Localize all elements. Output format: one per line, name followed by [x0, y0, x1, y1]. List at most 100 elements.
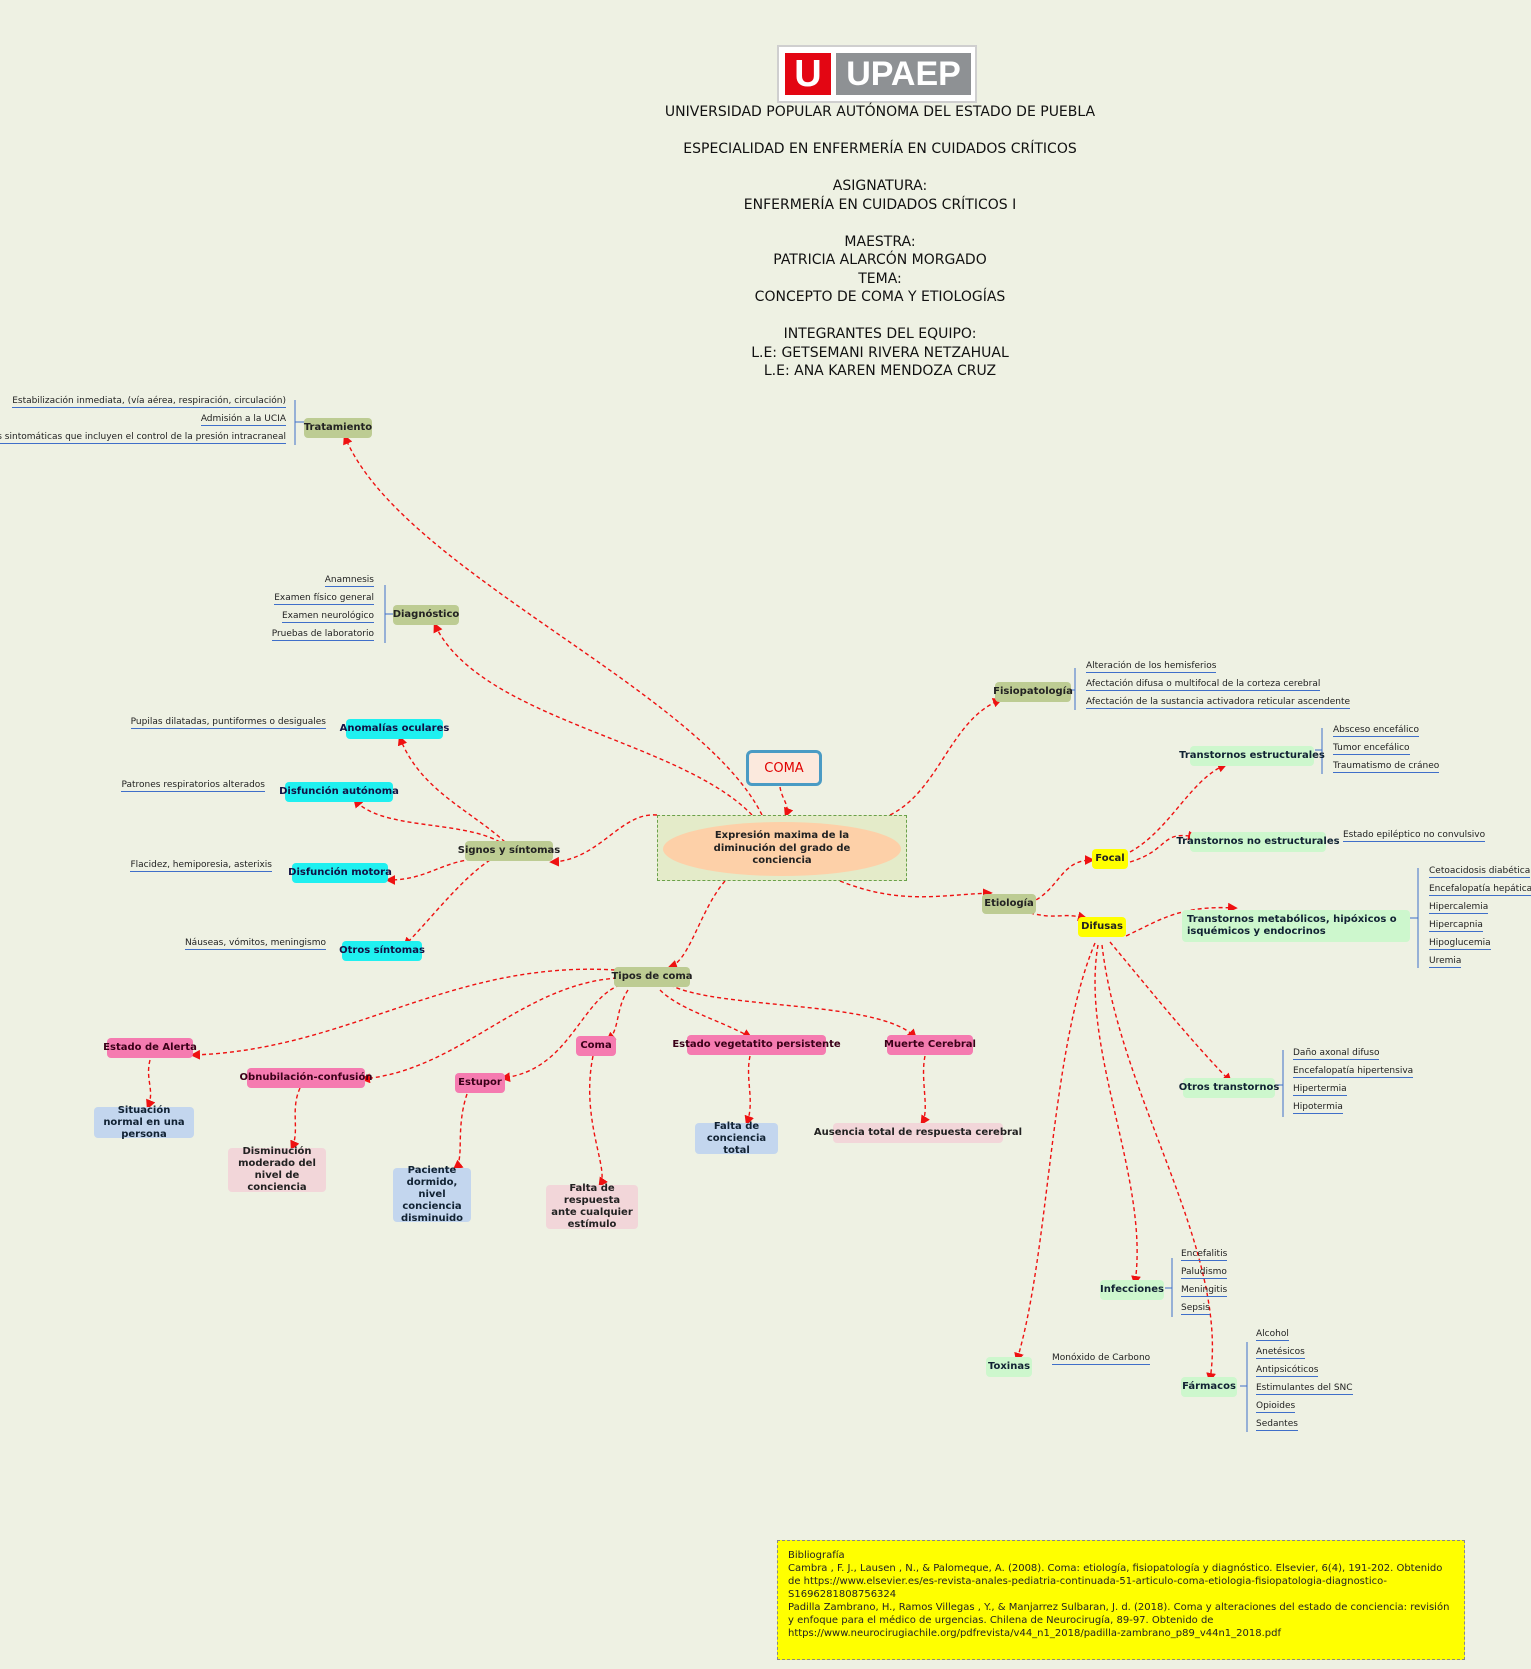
- link-muerte-desc: [920, 1055, 930, 1126]
- leaf-otros-3: Hipertermia: [1293, 1084, 1347, 1096]
- leaf-infecciones-1: Encefalitis: [1181, 1249, 1228, 1261]
- leaf-otros-4: Hipotermia: [1293, 1102, 1343, 1114]
- leaf-toxinas-1: Monóxido de Carbono: [1052, 1353, 1151, 1365]
- link-difusas-toxinas: [1014, 942, 1096, 1363]
- leaf-farmacos-2: Anetésicos: [1256, 1347, 1305, 1359]
- desc-estupor: Paciente dormido, nivel conciencia dismi…: [393, 1165, 471, 1224]
- link-tipos-vegetativo: [659, 989, 753, 1039]
- link-etiologia-difusas: [1029, 911, 1088, 922]
- link-tipos-muerte: [669, 984, 917, 1040]
- link-difusas-otros: [1109, 941, 1232, 1084]
- node-estructurales[interactable]: Transtornos estructurales: [1179, 746, 1325, 766]
- leaf-otros-1: Daño axonal difuso: [1293, 1048, 1380, 1060]
- leaf-metabolicos-3: Hipercalemia: [1429, 902, 1489, 914]
- upaep-logo: U UPAEP: [777, 45, 977, 103]
- node-otros-transtornos[interactable]: Otros transtornos: [1179, 1078, 1279, 1098]
- header-member-2: L.E: ANA KAREN MENDOZA CRUZ: [763, 363, 997, 379]
- desc-estado-vegetativo: Falta de conciencia total: [695, 1121, 778, 1156]
- node-tipos-coma[interactable]: Tipos de coma: [611, 967, 693, 987]
- link-estupor-desc: [452, 1093, 468, 1170]
- leaf-estructurales-3: Traumatismo de cráneo: [1333, 761, 1440, 773]
- central-node: Expresión maxima de la diminución del gr…: [663, 822, 901, 876]
- leaf-estructurales-1: Absceso encefálico: [1333, 725, 1419, 737]
- node-muerte-cerebral[interactable]: Muerte Cerebral: [884, 1035, 976, 1055]
- header-subject: ENFERMERÍA EN CUIDADOS CRÍTICOS I: [743, 197, 1017, 213]
- header-teacher-label: MAESTRA:: [844, 234, 916, 250]
- leaf-no-estructurales-1: Estado epiléptico no convulsivo: [1343, 830, 1486, 842]
- central-node-frame[interactable]: Expresión maxima de la diminución del gr…: [657, 815, 907, 881]
- node-disfuncion-motora[interactable]: Disfunción motora: [288, 863, 392, 883]
- leaf-diagnostico-1: Anamnesis: [324, 575, 374, 587]
- link-signos-otros: [403, 859, 491, 947]
- root-node-coma[interactable]: COMA: [746, 750, 822, 786]
- leaf-farmacos-3: Antipsicóticos: [1256, 1365, 1319, 1377]
- leaf-tratamiento-3: Medidas sintomáticas que incluyen el con…: [0, 432, 286, 444]
- node-disfuncion-autonoma[interactable]: Disfunción autónoma: [279, 782, 399, 802]
- header-topic-label: TEMA:: [858, 271, 902, 287]
- leaf-autonoma: Patrones respiratorios alterados: [121, 780, 265, 792]
- leaf-fisio-3: Afectación de la sustancia activadora re…: [1086, 697, 1351, 709]
- node-difusas[interactable]: Difusas: [1078, 917, 1126, 937]
- node-tratamiento[interactable]: Tratamiento: [304, 418, 372, 438]
- link-etiologia-focal: [1029, 855, 1095, 904]
- bibliography-box: Bibliografía Cambra , F. J., Lausen , N.…: [777, 1540, 1465, 1660]
- leaf-oculares: Pupilas dilatadas, puntiformes o desigua…: [130, 717, 326, 729]
- desc-coma: Falta de respuesta ante cualquier estímu…: [546, 1183, 638, 1230]
- leaf-metabolicos-6: Uremia: [1429, 956, 1462, 968]
- node-estado-vegetativo[interactable]: Estado vegetatito persistente: [672, 1035, 841, 1055]
- link-difusas-infecciones: [1094, 944, 1141, 1286]
- leaf-infecciones-2: Paludismo: [1181, 1267, 1227, 1279]
- node-etiologia[interactable]: Etiología: [982, 894, 1036, 914]
- leaf-diagnostico-4: Pruebas de laboratorio: [271, 629, 374, 641]
- link-signos-motora: [385, 857, 486, 885]
- leaf-metabolicos-2: Encefalopatía hepática: [1429, 884, 1531, 896]
- desc-obnubilacion: Disminución moderado del nivel de concie…: [228, 1146, 326, 1193]
- bibliography-ref-1: Cambra , F. J., Lausen , N., & Palomeque…: [788, 1563, 1443, 1600]
- leaf-farmacos-4: Estimulantes del SNC: [1256, 1383, 1353, 1395]
- node-estupor[interactable]: Estupor: [455, 1073, 505, 1093]
- node-estado-alerta[interactable]: Estado de Alerta: [103, 1038, 197, 1058]
- leaf-metabolicos-4: Hipercapnia: [1429, 920, 1483, 932]
- logo-mark: U: [785, 53, 831, 95]
- node-infecciones[interactable]: Infecciones: [1100, 1280, 1164, 1300]
- link-vegetativo-desc: [744, 1055, 754, 1126]
- node-fisiopatologia[interactable]: Fisiopatología: [993, 682, 1073, 702]
- link-tipos-estupor: [500, 984, 621, 1083]
- leaf-fisio-2: Afectación difusa o multifocal de la cor…: [1086, 679, 1321, 691]
- leaf-tratamiento-2: Admisión a la UCIA: [200, 414, 286, 426]
- node-farmacos[interactable]: Fármacos: [1181, 1377, 1237, 1397]
- header-teacher: PATRICIA ALARCÓN MORGADO: [773, 252, 987, 268]
- link-tipos-obnub: [360, 977, 618, 1084]
- node-coma[interactable]: Coma: [576, 1036, 616, 1056]
- header-specialty: ESPECIALIDAD EN ENFERMERÍA EN CUIDADOS C…: [683, 141, 1077, 157]
- desc-estado-alerta: Situación normal en una persona: [94, 1105, 194, 1140]
- leaf-estructurales-2: Tumor encefálico: [1333, 743, 1410, 755]
- leaf-fisio-1: Alteración de los hemisferios: [1086, 661, 1217, 673]
- node-no-estructurales[interactable]: Transtornos no estructurales: [1176, 832, 1340, 852]
- logo-name: UPAEP: [836, 53, 971, 95]
- node-otros-sintomas[interactable]: Otros síntomas: [339, 941, 425, 961]
- leaf-diagnostico-3: Examen neurológico: [281, 611, 374, 623]
- node-toxinas[interactable]: Toxinas: [986, 1357, 1032, 1377]
- leaf-diagnostico-2: Examen físico general: [274, 593, 374, 605]
- node-metabolicos[interactable]: Transtornos metabólicos, hipóxicos o isq…: [1182, 910, 1410, 942]
- link-central-signos: [549, 814, 658, 867]
- node-signos[interactable]: Signos y síntomas: [458, 841, 560, 861]
- leaf-otros-2: Encefalopatía hipertensiva: [1293, 1066, 1414, 1078]
- leaf-tratamiento-1: Estabilización inmediata, (vía aérea, re…: [12, 396, 286, 408]
- header-topic: CONCEPTO DE COMA Y ETIOLOGÍAS: [754, 289, 1006, 305]
- link-central-fisio: [889, 698, 1003, 816]
- bibliography-ref-2: Padilla Zambrano, H., Ramos Villegas , Y…: [788, 1602, 1450, 1639]
- link-central-tipos: [667, 880, 726, 970]
- link-obnub-desc: [290, 1087, 301, 1151]
- header-university: UNIVERSIDAD POPULAR AUTÓNOMA DEL ESTADO …: [664, 104, 1096, 120]
- node-focal[interactable]: Focal: [1092, 849, 1128, 869]
- desc-muerte-cerebral: Ausencia total de respuesta cerebral: [814, 1123, 1022, 1143]
- leaf-otros-sintomas: Náuseas, vómitos, meningismo: [184, 938, 326, 950]
- link-central-etiologia: [839, 880, 993, 899]
- node-diagnostico[interactable]: Diagnóstico: [393, 605, 459, 625]
- node-anomalias-oculares[interactable]: Anomalías oculares: [340, 719, 449, 739]
- link-signos-autonoma: [353, 797, 501, 843]
- leaf-metabolicos-5: Hipoglucemia: [1429, 938, 1491, 950]
- node-obnubilacion[interactable]: Obnubilación-confusión: [240, 1068, 372, 1088]
